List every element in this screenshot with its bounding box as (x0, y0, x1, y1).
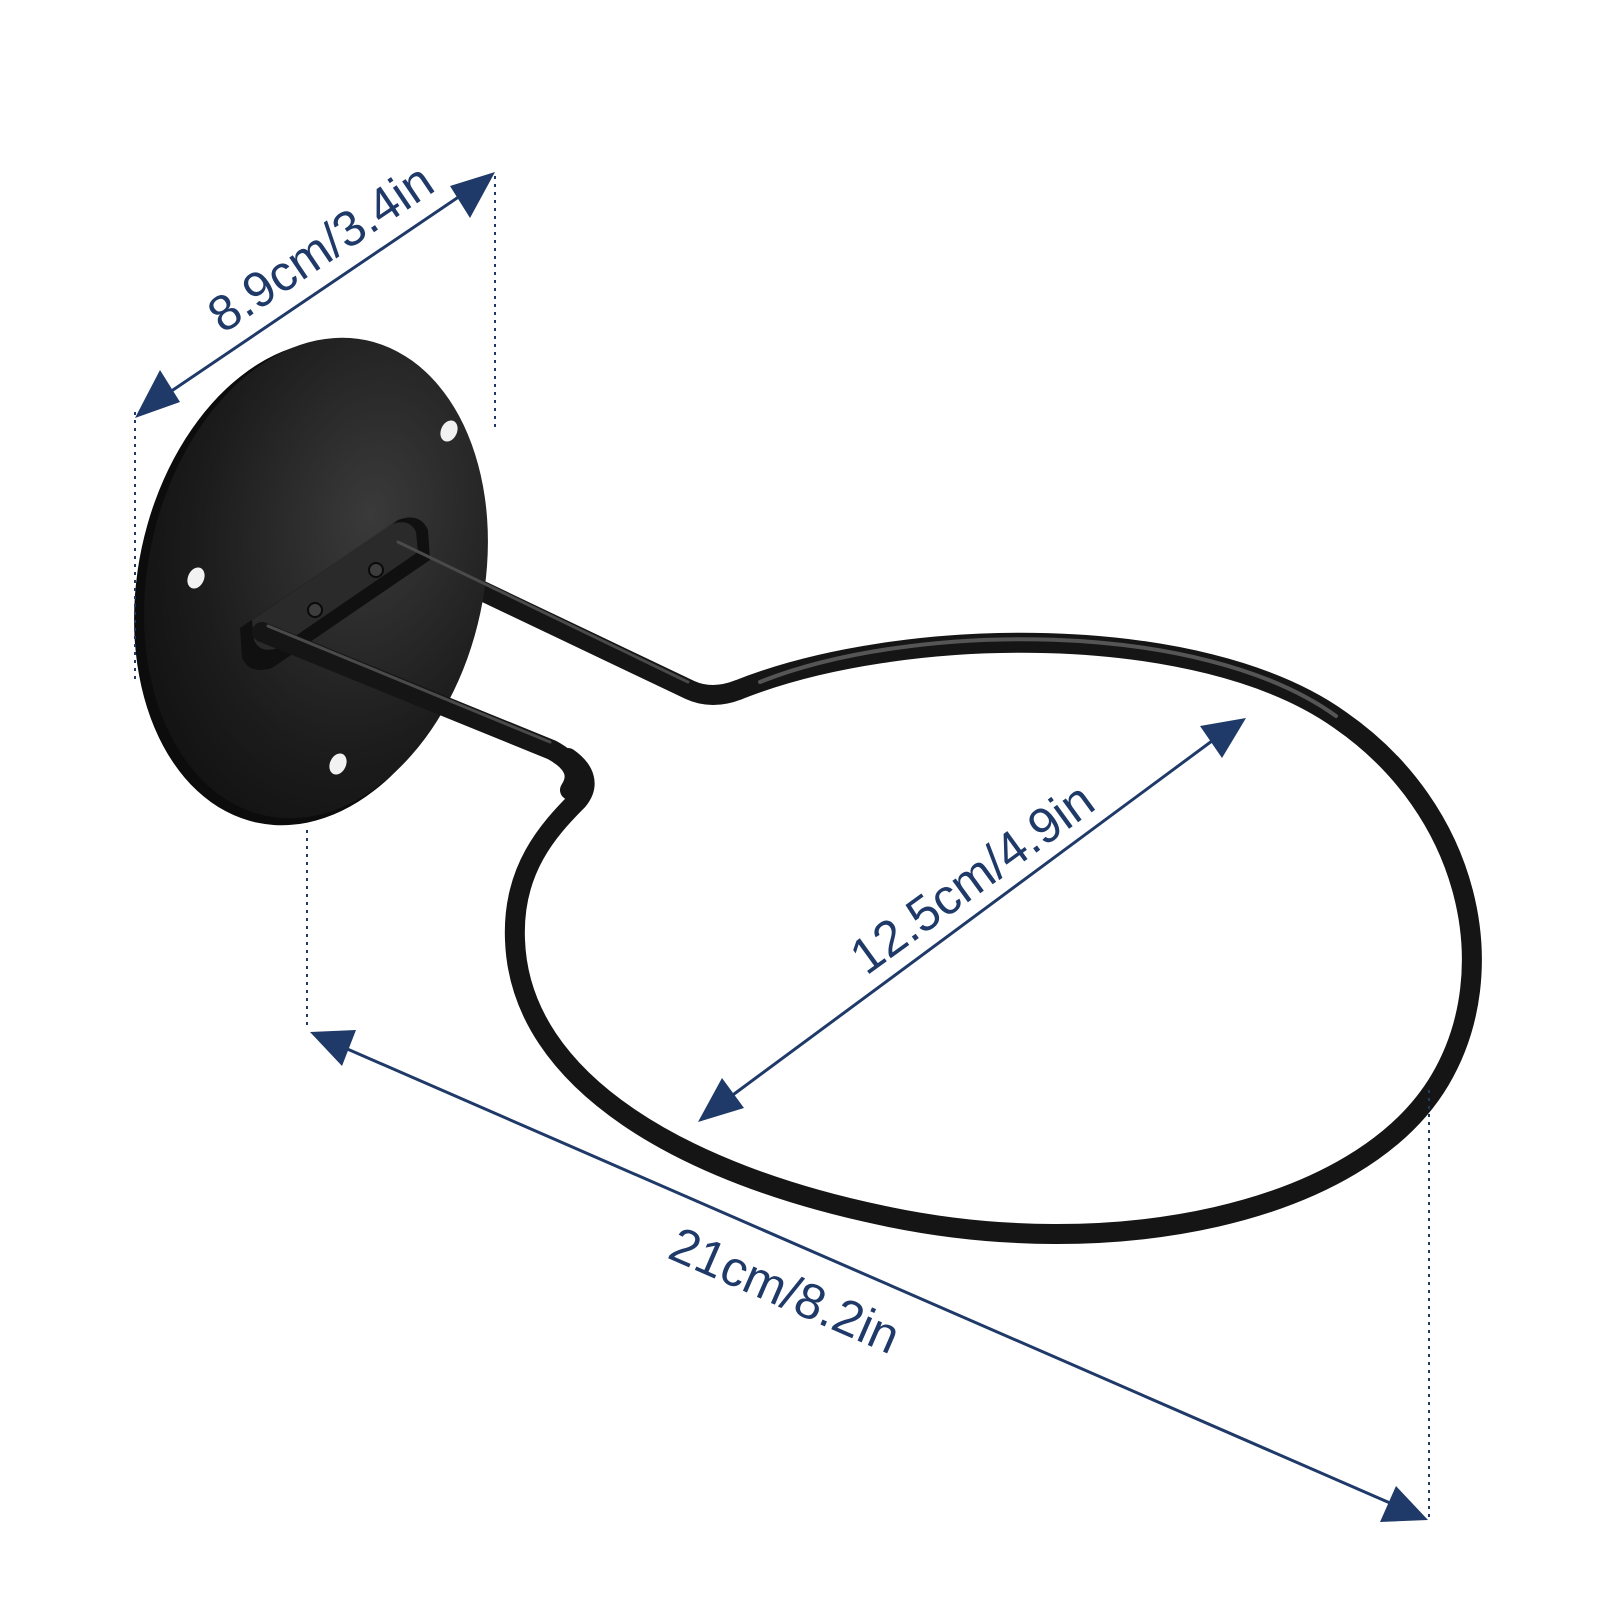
rivet-icon (368, 562, 384, 578)
total-depth-dimension: 21cm/8.2in (310, 1030, 1428, 1522)
rivet-icon (307, 602, 323, 618)
screw-hole-icon (187, 567, 205, 589)
arrowhead-icon (698, 1078, 744, 1122)
arrowhead-icon (310, 1030, 356, 1066)
plate-width-label: 8.9cm/3.4in (198, 152, 444, 343)
pot-ring (504, 632, 1482, 1244)
plant-hanger (134, 337, 1482, 1244)
pot-ring-highlight (758, 637, 1338, 718)
lower-support-rod (252, 622, 585, 800)
arrowhead-icon (1380, 1486, 1428, 1522)
arrowhead-icon (1200, 718, 1246, 758)
screw-hole-icon (440, 420, 458, 442)
ring-diameter-label: 12.5cm/4.9in (840, 771, 1105, 985)
screw-hole-icon (329, 753, 347, 775)
arrowhead-icon (450, 172, 495, 218)
upper-support-rod-highlight (396, 540, 690, 684)
ring-diameter-dimension: 12.5cm/4.9in (698, 718, 1246, 1122)
arrowhead-icon (135, 370, 180, 418)
lower-support-rod-highlight (266, 624, 552, 744)
screw-holes (187, 420, 458, 775)
